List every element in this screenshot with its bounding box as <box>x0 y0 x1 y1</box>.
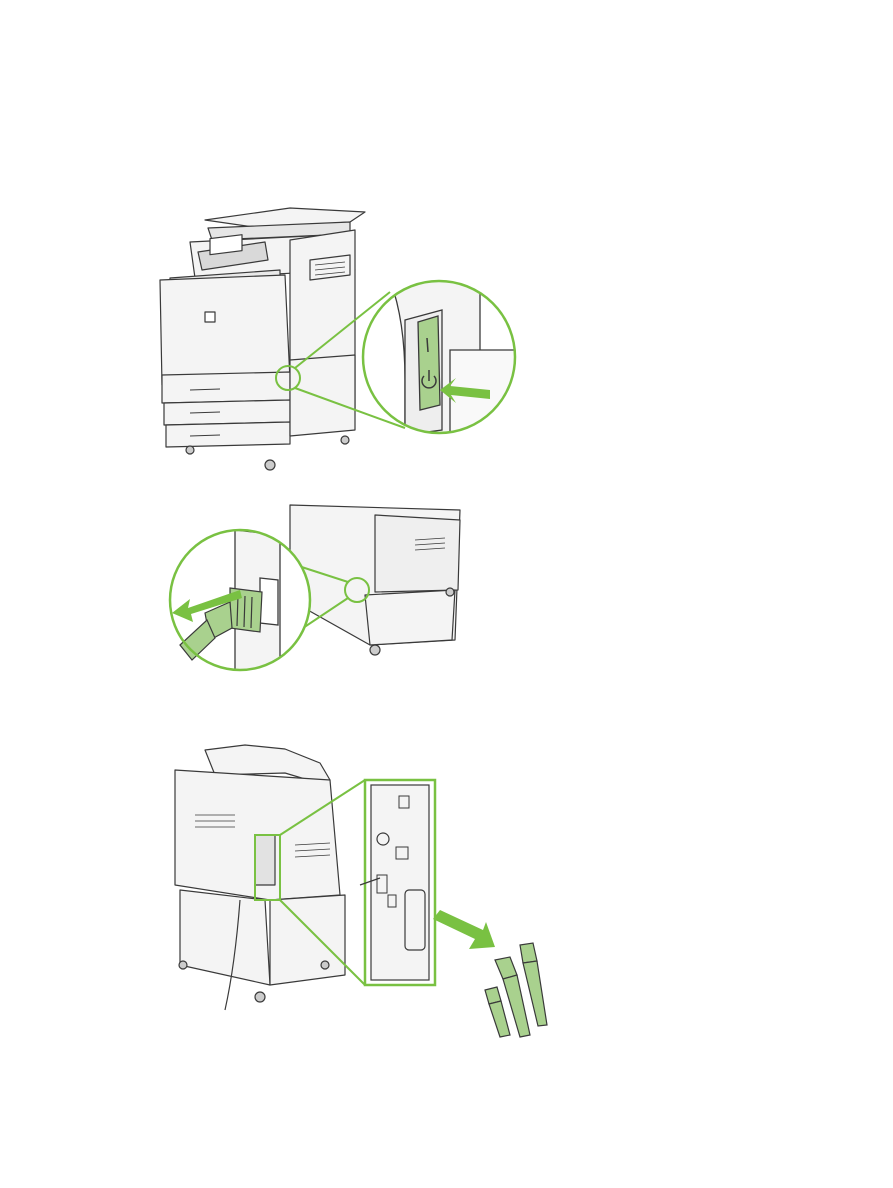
mfp-printer-side-illustration <box>289 504 461 656</box>
arrow-icon <box>440 378 490 403</box>
figure-power-switch <box>159 207 517 471</box>
callout-small-circle <box>344 577 370 603</box>
power-icon <box>421 370 437 389</box>
figure-power-cord <box>168 504 461 672</box>
mfp-printer-rear-illustration <box>174 744 346 1011</box>
fax-icon <box>395 846 409 860</box>
callout-lines <box>279 779 366 986</box>
arrow-icon <box>172 590 242 622</box>
parallel-port-icon <box>404 889 426 951</box>
figure-interface-cables <box>174 744 548 1038</box>
arrow-icon <box>433 910 495 949</box>
interface-cables <box>484 942 548 1038</box>
callout-lines <box>294 291 406 429</box>
usb-icon <box>387 894 397 908</box>
port-icon <box>376 832 390 846</box>
power-cord-zoom <box>168 528 312 672</box>
network-icon <box>376 874 388 894</box>
power-switch-zoom <box>361 279 517 435</box>
mfp-printer-front-illustration <box>159 207 366 471</box>
rocker-switch <box>417 315 441 411</box>
callout-small-rect <box>254 834 281 901</box>
callout-small-circle <box>275 365 301 391</box>
formatter-panel-zoom <box>359 778 437 987</box>
